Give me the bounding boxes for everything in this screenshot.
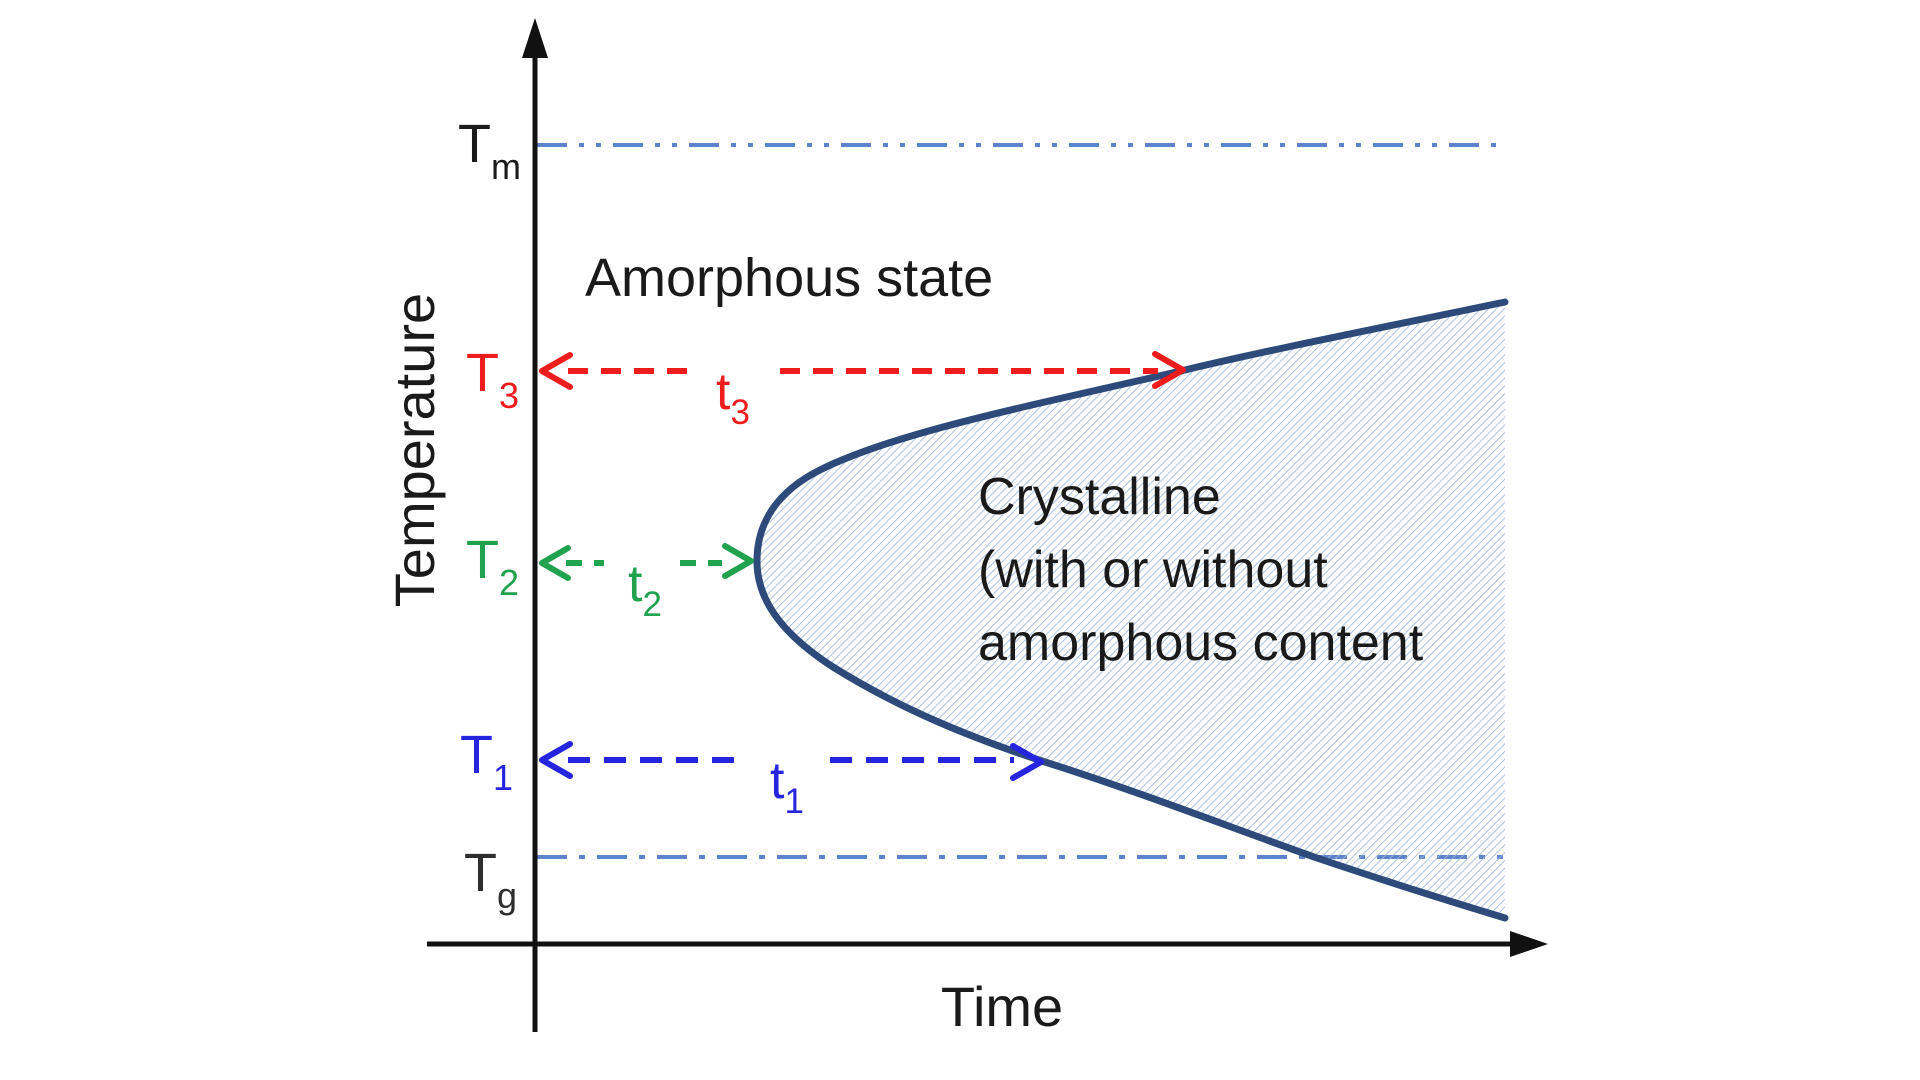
t2-arrow-right-head-icon [722, 543, 754, 579]
t3-arrow-right-head-icon [1152, 351, 1186, 389]
x-axis-title: Time [941, 975, 1063, 1038]
t2-arrow-left-head-icon [539, 545, 571, 581]
crystalline-region [757, 302, 1505, 918]
t3-temp-label-sub: 3 [499, 375, 519, 416]
tm-label-sub: m [491, 146, 521, 187]
t1-arrow-right-head-icon [1010, 743, 1044, 781]
tg-label-sub: g [497, 875, 517, 916]
t2-arrow [539, 543, 754, 581]
t3-time-label: t3 [716, 363, 750, 432]
y-axis-arrowhead-icon [522, 18, 548, 58]
t3-time-label-sub: 3 [730, 393, 749, 432]
t1-arrow-left-head-icon [539, 741, 573, 779]
t2-time-label: t2 [628, 555, 662, 624]
t3-temp-label: T3 [466, 343, 519, 416]
tm-label: Tm [458, 114, 521, 187]
t2-time-label-sub: 2 [642, 585, 661, 624]
crystalline-label-line3: amorphous content [978, 614, 1424, 672]
t1-arrow [539, 741, 1044, 781]
tg-label: Tg [464, 843, 517, 916]
crystalline-label-line2: (with or without [978, 541, 1328, 599]
amorphous-state-label: Amorphous state [585, 248, 993, 308]
t3-time-label-main: t [716, 363, 731, 421]
t1-temp-label: T1 [460, 725, 513, 798]
x-axis-arrowhead-icon [1510, 931, 1548, 957]
t1-time-label: t1 [770, 752, 804, 821]
t1-temp-label-main: T [460, 725, 493, 785]
t2-temp-label-sub: 2 [499, 562, 519, 603]
tg-label-main: T [464, 843, 497, 903]
t3-temp-label-main: T [466, 343, 499, 403]
crystalline-label-line1: Crystalline [978, 468, 1221, 526]
t3-arrow-left-head-icon [539, 352, 573, 390]
t1-time-label-main: t [770, 752, 785, 810]
t2-time-label-main: t [628, 555, 643, 613]
t1-time-label-sub: 1 [784, 782, 803, 821]
y-axis-title: Temperature [383, 293, 446, 607]
t2-temp-label-main: T [466, 530, 499, 590]
tm-label-main: T [458, 114, 491, 174]
t1-temp-label-sub: 1 [493, 757, 513, 798]
t2-temp-label: T2 [466, 530, 519, 603]
t3-arrow [539, 351, 1186, 390]
